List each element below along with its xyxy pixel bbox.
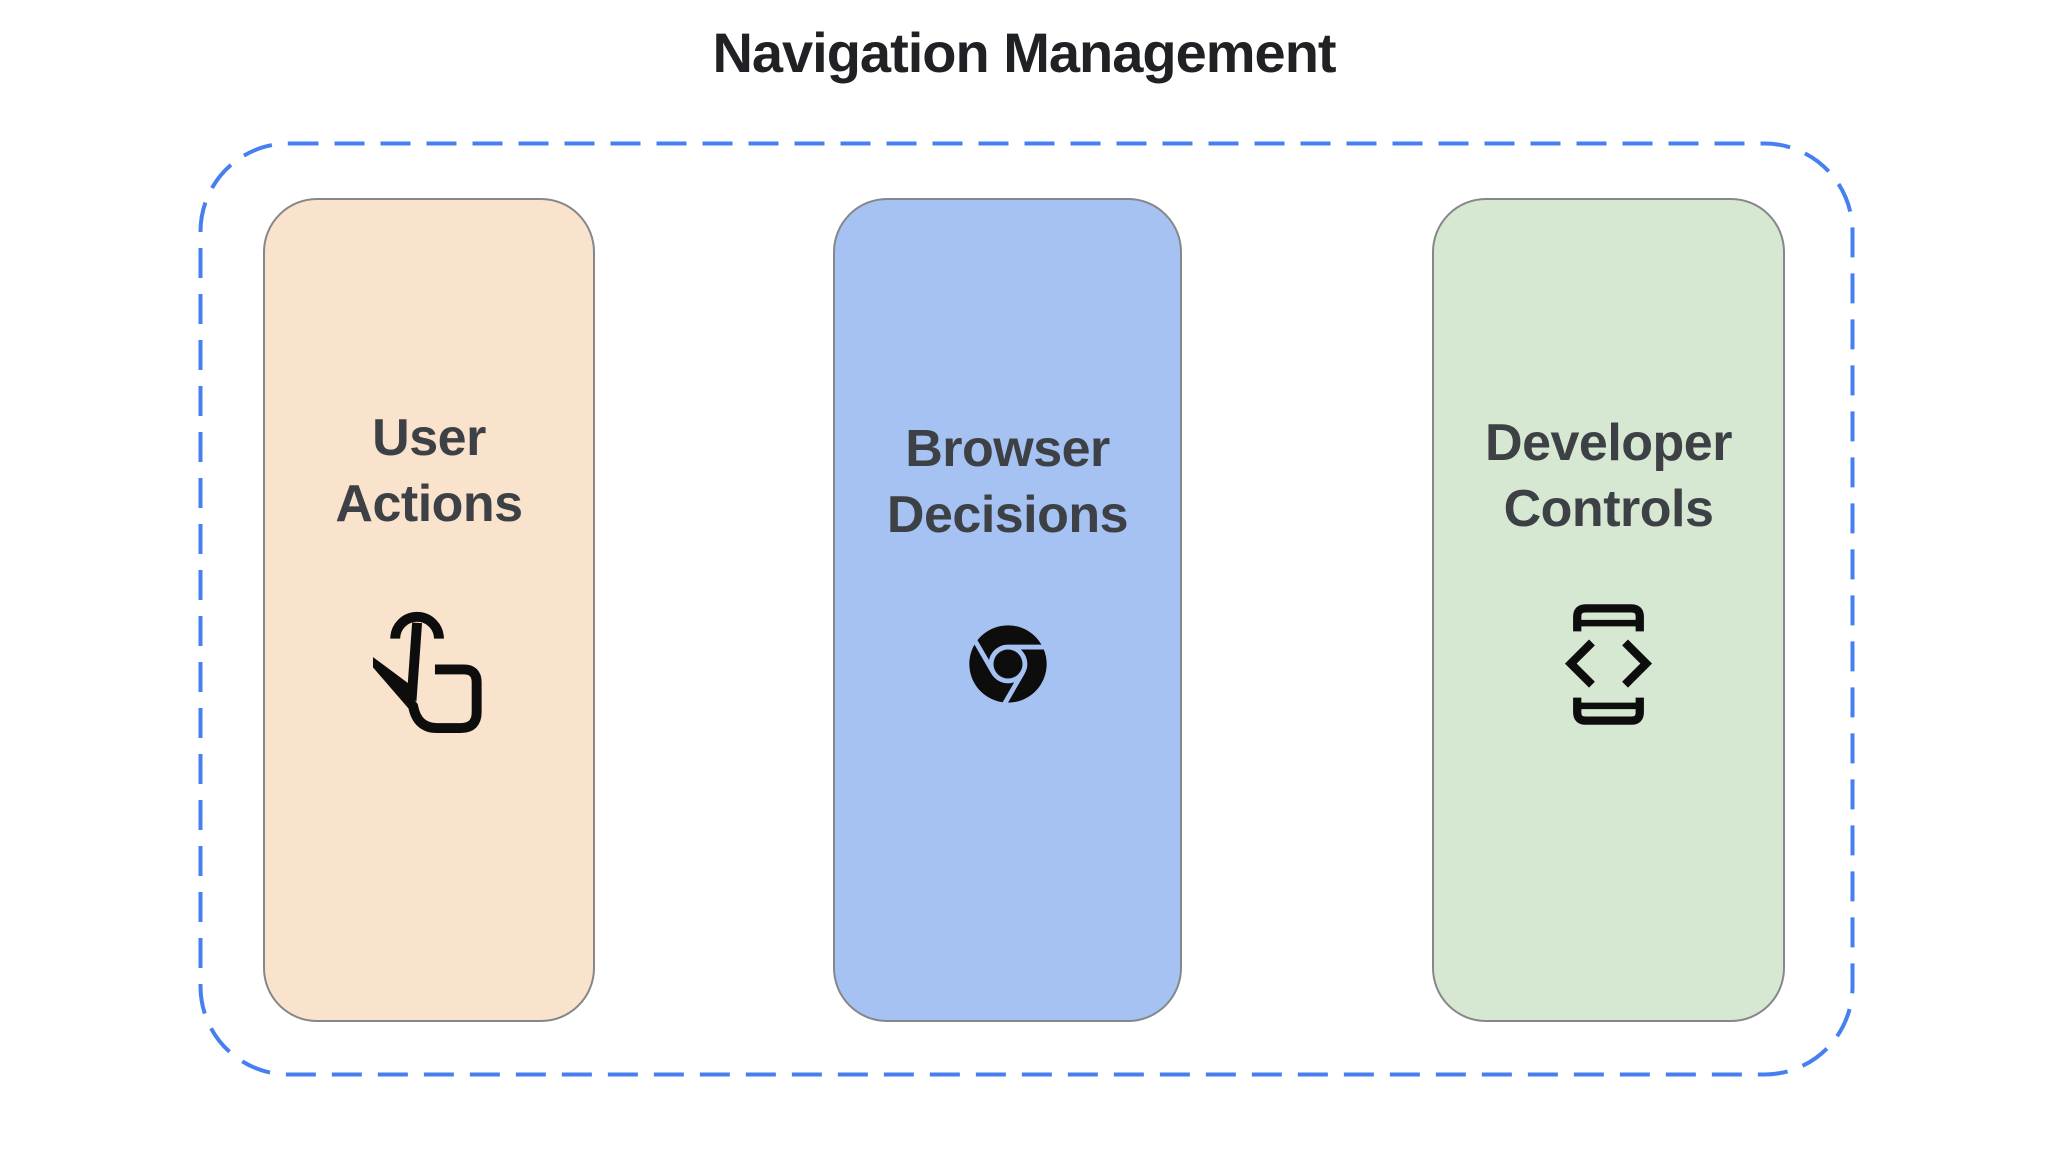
card-browser-decisions: Browser Decisions (833, 198, 1182, 1022)
card-label: Browser Decisions (886, 416, 1129, 548)
card-user-actions: User Actions (263, 198, 595, 1022)
card-label-line: Controls (1503, 479, 1714, 538)
dashed-border-rect (198, 141, 1855, 1077)
chrome-browser-icon (950, 606, 1066, 722)
card-label: Developer Controls (1485, 410, 1732, 542)
page-title: Navigation Management (712, 21, 1336, 84)
developer-mode-icon (1557, 600, 1660, 729)
dashed-group-frame (198, 141, 1855, 1077)
card-label: User Actions (335, 405, 523, 537)
card-label-line: Developer (1485, 413, 1732, 472)
card-label-line: Browser (905, 420, 1110, 478)
card-developer-controls: Developer Controls (1432, 198, 1785, 1022)
card-label-line: Actions (335, 474, 523, 533)
card-label-line: Decisions (886, 486, 1129, 544)
touch-gesture-icon (373, 595, 485, 734)
card-label-line: User (372, 408, 486, 467)
